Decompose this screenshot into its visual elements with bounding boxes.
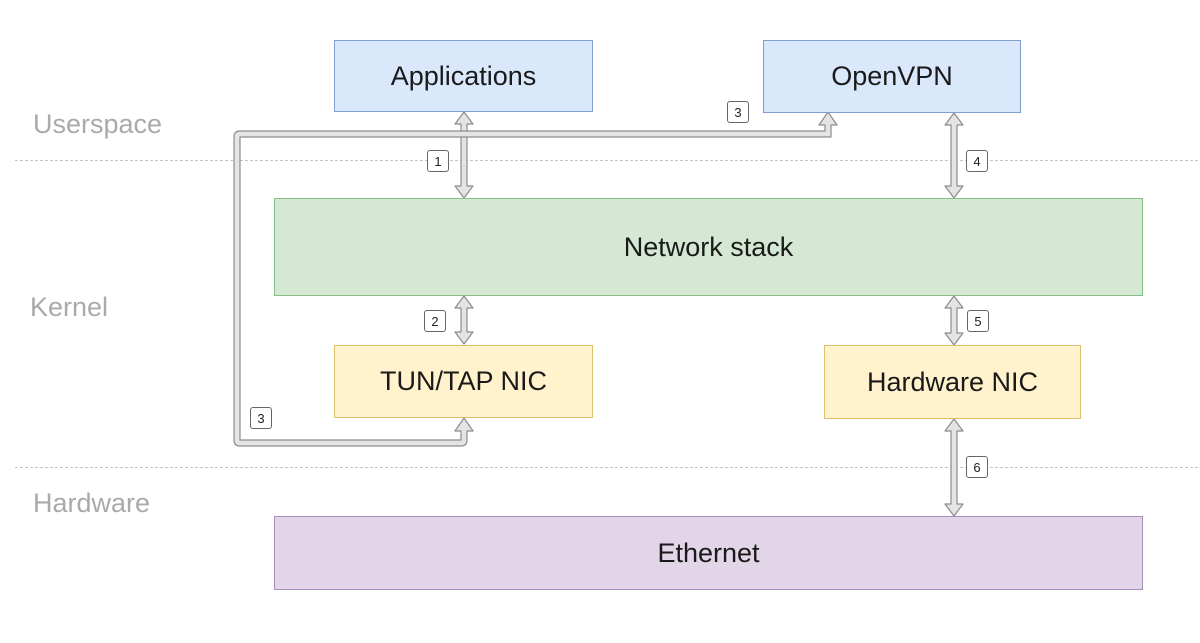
network-stack-box: Network stack bbox=[274, 198, 1143, 296]
tun-tap-nic-box: TUN/TAP NIC bbox=[334, 345, 593, 418]
arrow-network-stack-tun-tap bbox=[454, 295, 474, 345]
hardware-nic-box: Hardware NIC bbox=[824, 345, 1081, 419]
hardware-nic-label: Hardware NIC bbox=[866, 366, 1039, 397]
arrow-tun-tap-to-openvpn-loop bbox=[233, 111, 838, 447]
hardware-layer-label: Hardware bbox=[33, 488, 151, 518]
ethernet-box: Ethernet bbox=[274, 516, 1143, 590]
arrow-openvpn-network-stack bbox=[944, 112, 964, 199]
kernel-layer-label: Kernel bbox=[30, 292, 109, 322]
arrow-network-stack-hardware-nic bbox=[944, 295, 964, 346]
userspace-kernel-divider bbox=[15, 160, 1198, 161]
arrow-hardware-nic-ethernet bbox=[944, 418, 964, 517]
userspace-layer-label: Userspace bbox=[33, 109, 163, 139]
applications-label: Applications bbox=[390, 60, 537, 91]
openvpn-label: OpenVPN bbox=[831, 61, 953, 91]
step-6-badge: 6 bbox=[966, 456, 988, 478]
step-3-bottom-badge: 3 bbox=[250, 407, 272, 429]
kernel-hardware-divider bbox=[15, 467, 1198, 468]
step-4-badge: 4 bbox=[966, 150, 988, 172]
tun-tap-nic-label: TUN/TAP NIC bbox=[379, 366, 547, 396]
openvpn-box: OpenVPN bbox=[763, 40, 1021, 113]
step-1-badge: 1 bbox=[427, 150, 449, 172]
applications-box: Applications bbox=[334, 40, 593, 112]
step-5-badge: 5 bbox=[967, 310, 989, 332]
step-2-badge: 2 bbox=[424, 310, 446, 332]
arrow-applications-network-stack bbox=[454, 111, 474, 199]
network-stack-label: Network stack bbox=[623, 231, 794, 262]
step-3-top-badge: 3 bbox=[727, 101, 749, 123]
ethernet-label: Ethernet bbox=[657, 537, 760, 568]
